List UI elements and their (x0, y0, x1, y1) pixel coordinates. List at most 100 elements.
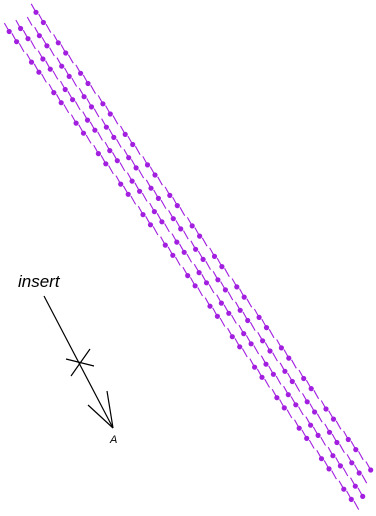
streak-dash (186, 253, 193, 263)
streak-dot (256, 314, 262, 320)
streak-dash (264, 378, 270, 388)
streak-dash (18, 43, 25, 53)
streak-dot (203, 280, 210, 286)
streak-dot (301, 375, 307, 382)
streak-dot (330, 453, 336, 459)
streak-dot (133, 165, 139, 171)
streak-dot (245, 317, 251, 324)
streak-dash (108, 165, 114, 175)
streak-dot (85, 80, 91, 87)
streak-dot (189, 223, 195, 229)
cross-tick-right (70, 348, 91, 377)
streak-dot (196, 270, 202, 276)
streak-dot (40, 19, 47, 26)
insert-label: insert (18, 272, 61, 291)
streak-dot (281, 405, 287, 411)
streak-dot (207, 303, 213, 309)
streak-dot (353, 447, 359, 453)
streak-dot (237, 307, 243, 313)
streak-dot (126, 155, 132, 161)
streak-dash (197, 287, 203, 297)
streak-dot (193, 246, 199, 252)
streak-dot (174, 203, 180, 209)
streak-dot (308, 422, 314, 428)
streak-dot (118, 181, 124, 187)
streak-dash (112, 115, 119, 125)
streak-dot (312, 409, 318, 415)
streak-dot (200, 256, 206, 262)
streak-dot (348, 496, 354, 502)
streak-dot (318, 456, 325, 462)
streak-dot (152, 172, 158, 178)
streak-dot (70, 97, 76, 103)
streak-dash (361, 474, 368, 484)
streak-dot (14, 39, 20, 45)
streak-dot (6, 28, 12, 35)
streak-dot (58, 100, 64, 106)
streak-dash (298, 406, 304, 416)
streak-dot (252, 364, 258, 370)
insert-annotation: insert A (18, 272, 117, 446)
streak-dash (164, 223, 170, 233)
streak-dot (323, 406, 329, 412)
streak-dash (179, 207, 186, 216)
streak-dot (263, 361, 269, 367)
streak-dot (174, 239, 180, 245)
streak-dot (181, 249, 187, 255)
streak-dot (62, 86, 68, 93)
streak-dash (205, 260, 211, 270)
streak-dot (170, 216, 176, 222)
streak-dash (342, 467, 349, 477)
streak-dash (219, 317, 226, 327)
streak-dash (138, 169, 145, 179)
streak-dot (234, 284, 240, 290)
streak-dash (74, 101, 81, 111)
streak-dot (81, 94, 87, 100)
streak-dash (291, 359, 297, 369)
streak-dot (170, 252, 176, 258)
streak-dash (253, 345, 260, 355)
streak-dot (44, 43, 50, 49)
streak-dot (282, 368, 288, 374)
streak-dot (214, 313, 220, 319)
streak-dash (97, 131, 103, 141)
streak-dot (286, 355, 292, 361)
streak-dot (33, 9, 39, 15)
streak-dot (308, 386, 314, 392)
streak-dot (334, 439, 340, 446)
streak-dash (130, 195, 137, 205)
streak-dot (125, 191, 131, 197)
streak-dot (130, 141, 136, 148)
streak-dot (215, 277, 221, 283)
streak-dot (218, 300, 224, 306)
streak-dash (52, 70, 59, 80)
streak-dot (352, 483, 358, 489)
streak-dot (326, 466, 332, 472)
streak-dot (114, 158, 120, 164)
point-label-a: A (109, 434, 117, 446)
streak-dot (95, 151, 101, 157)
streak-dot (178, 226, 184, 232)
streak-dash (316, 413, 323, 423)
streak-dot (356, 470, 362, 476)
streak-dash (249, 321, 256, 331)
streak-dash (93, 108, 100, 118)
streak-dot (274, 395, 280, 401)
streak-dot (73, 120, 79, 126)
streak-dash (208, 284, 215, 294)
streak-dash (71, 77, 78, 87)
streak-dot (167, 192, 173, 198)
streak-dot (122, 131, 128, 137)
streak-dot (66, 73, 72, 79)
streak-dot (36, 69, 42, 75)
streak-dot (88, 104, 95, 110)
streak-dot (267, 348, 273, 354)
streak-dot (360, 493, 366, 499)
streak-dash (294, 382, 301, 392)
streak-dot (278, 345, 284, 351)
streak-dot (263, 325, 270, 331)
streak-dot (259, 374, 265, 380)
arrowhead-right (106, 390, 114, 429)
streak-dash (224, 268, 230, 277)
streak-dash (90, 84, 96, 94)
